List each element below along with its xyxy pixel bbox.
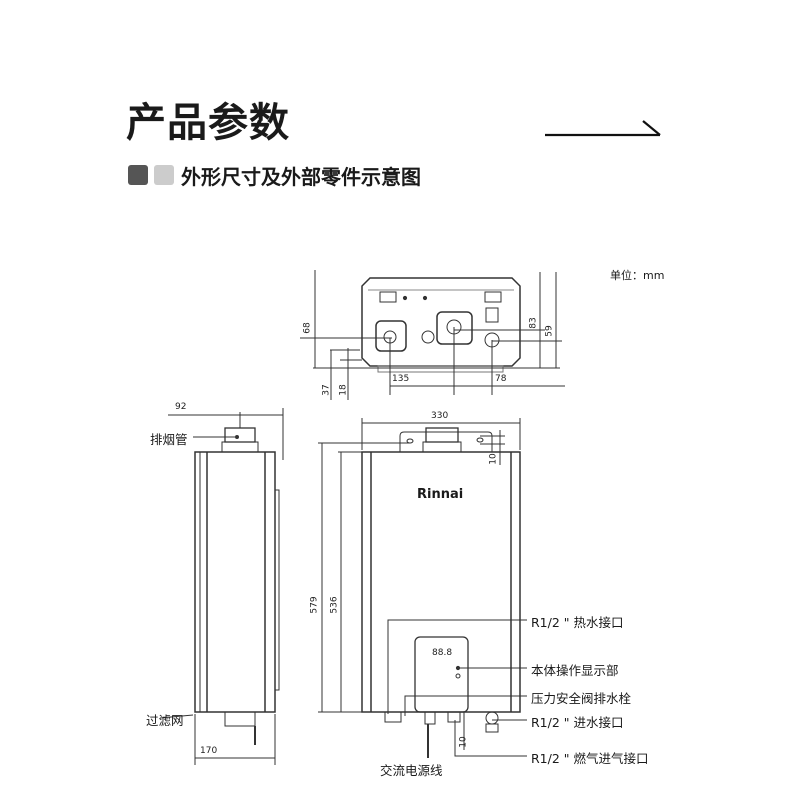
top-view	[300, 270, 565, 400]
dim-579: 579	[309, 596, 320, 614]
dim-10-top: 10	[488, 453, 499, 465]
dim-37: 37	[321, 384, 332, 396]
callout-flue: 排烟管	[150, 432, 188, 447]
page-title: 产品参数	[126, 100, 290, 146]
section-marker-light	[154, 165, 174, 185]
dim-536: 536	[329, 596, 340, 614]
dim-330: 330	[431, 411, 449, 421]
callout-display: 本体操作显示部	[531, 663, 619, 678]
section-marker-dark	[128, 165, 148, 185]
dim-78: 78	[495, 374, 507, 384]
unit-label: 单位：mm	[610, 269, 665, 282]
arrow-icon	[545, 120, 661, 137]
brand-logo: Rinnai	[417, 487, 464, 502]
callout-hot-water: R1/2 " 热水接口	[531, 615, 624, 630]
display-readout: 88.8	[432, 648, 453, 658]
dim-59: 59	[544, 325, 555, 337]
callout-relief-valve: 压力安全阀排水栓	[531, 691, 632, 706]
callout-gas-inlet: R1/2 " 燃气进气接口	[531, 751, 649, 766]
dim-83: 83	[528, 317, 539, 329]
side-view	[159, 408, 284, 765]
dim-10-bottom: 10	[458, 736, 469, 748]
section-title: 外形尺寸及外部零件示意图	[181, 165, 421, 189]
dim-170: 170	[200, 746, 218, 756]
dim-135: 135	[392, 374, 410, 384]
dim-18: 18	[338, 384, 349, 396]
callout-water-inlet: R1/2 " 进水接口	[531, 715, 624, 730]
dim-92: 92	[175, 402, 187, 412]
callout-filter: 过滤网	[146, 713, 184, 728]
front-view	[318, 418, 527, 758]
dim-68: 68	[302, 322, 313, 334]
callout-power-cord: 交流电源线	[380, 763, 443, 778]
